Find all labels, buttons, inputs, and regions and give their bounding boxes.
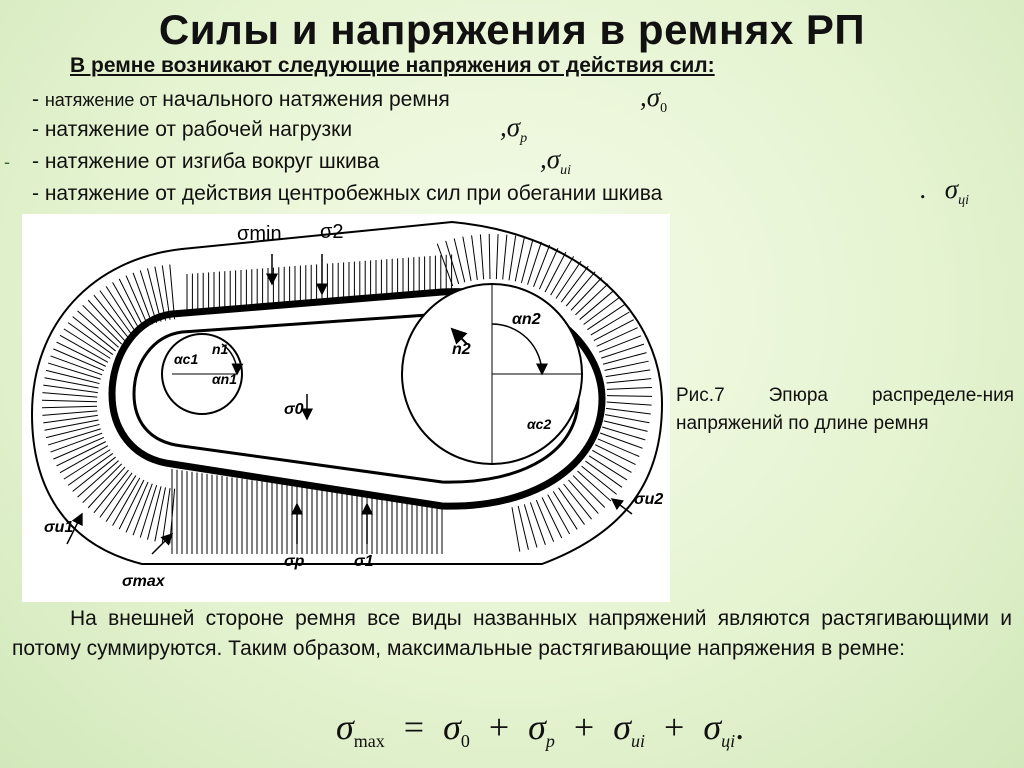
epure-hatching (42, 234, 652, 554)
label-sigma-1: σ1 (354, 553, 374, 570)
label-alpha-c2: αc2 (527, 416, 551, 432)
sigma-p-symbol: ,σр (500, 112, 528, 146)
label-sigma-2: σ2 (320, 221, 343, 243)
slide-subtitle: В ремне возникают следующие напряжения о… (70, 54, 715, 77)
label-sigma-u2: σu2 (634, 491, 663, 508)
list-item: - натяжение от рабочей нагрузки (32, 118, 353, 141)
list-item: - натяжение от изгиба вокруг шкива (32, 150, 380, 173)
side-dash: - (4, 152, 10, 172)
figure-caption: Рис.7 Эпюра распределе-ния напряжений по… (676, 385, 1014, 434)
body-paragraph: На внешней стороне ремня все виды назван… (12, 604, 1012, 664)
label-alpha-n2: αn2 (512, 311, 541, 328)
label-sigma-0: σ0 (284, 401, 304, 418)
label-alpha-n1: αn1 (212, 371, 237, 387)
sigma-0-symbol: ,σ0 (640, 82, 668, 116)
label-sigma-u1: σu1 (44, 519, 73, 536)
sigma-ui-symbol: ,σиi (540, 144, 571, 178)
label-n1: n1 (212, 341, 229, 357)
label-sigma-max: σmax (122, 573, 166, 590)
sigma-ci-symbol: .σцi (920, 174, 969, 208)
slide-title: Силы и напряжения в ремнях РП (158, 6, 866, 53)
max-stress-formula: σmax = σ0 + σр + σиi + σцi. (336, 707, 745, 751)
stress-distribution-figure: σmin σ2 αn2 n2 αc1 n1 αn1 σ0 αc2 σu1 σu2… (22, 214, 670, 602)
label-sigma-p: σp (284, 553, 305, 570)
label-alpha-c1: αc1 (174, 351, 198, 367)
label-sigma-min: σmin (237, 223, 282, 245)
epure-outer-boundary (30, 220, 664, 565)
body-paragraph-text: На внешней стороне ремня все виды назван… (12, 607, 1012, 660)
list-item: - натяжение от начального натяжения ремн… (32, 88, 450, 111)
list-item: - натяжение от действия центробежных сил… (32, 182, 663, 205)
label-n2: n2 (452, 341, 471, 358)
